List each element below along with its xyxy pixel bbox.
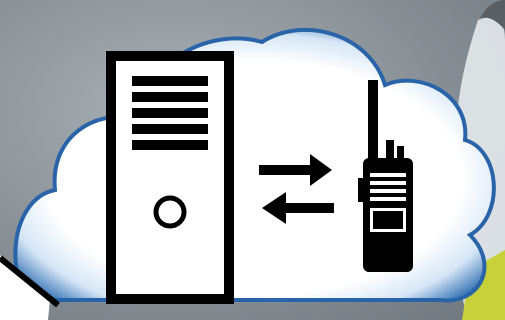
server-tower-icon	[111, 56, 229, 299]
